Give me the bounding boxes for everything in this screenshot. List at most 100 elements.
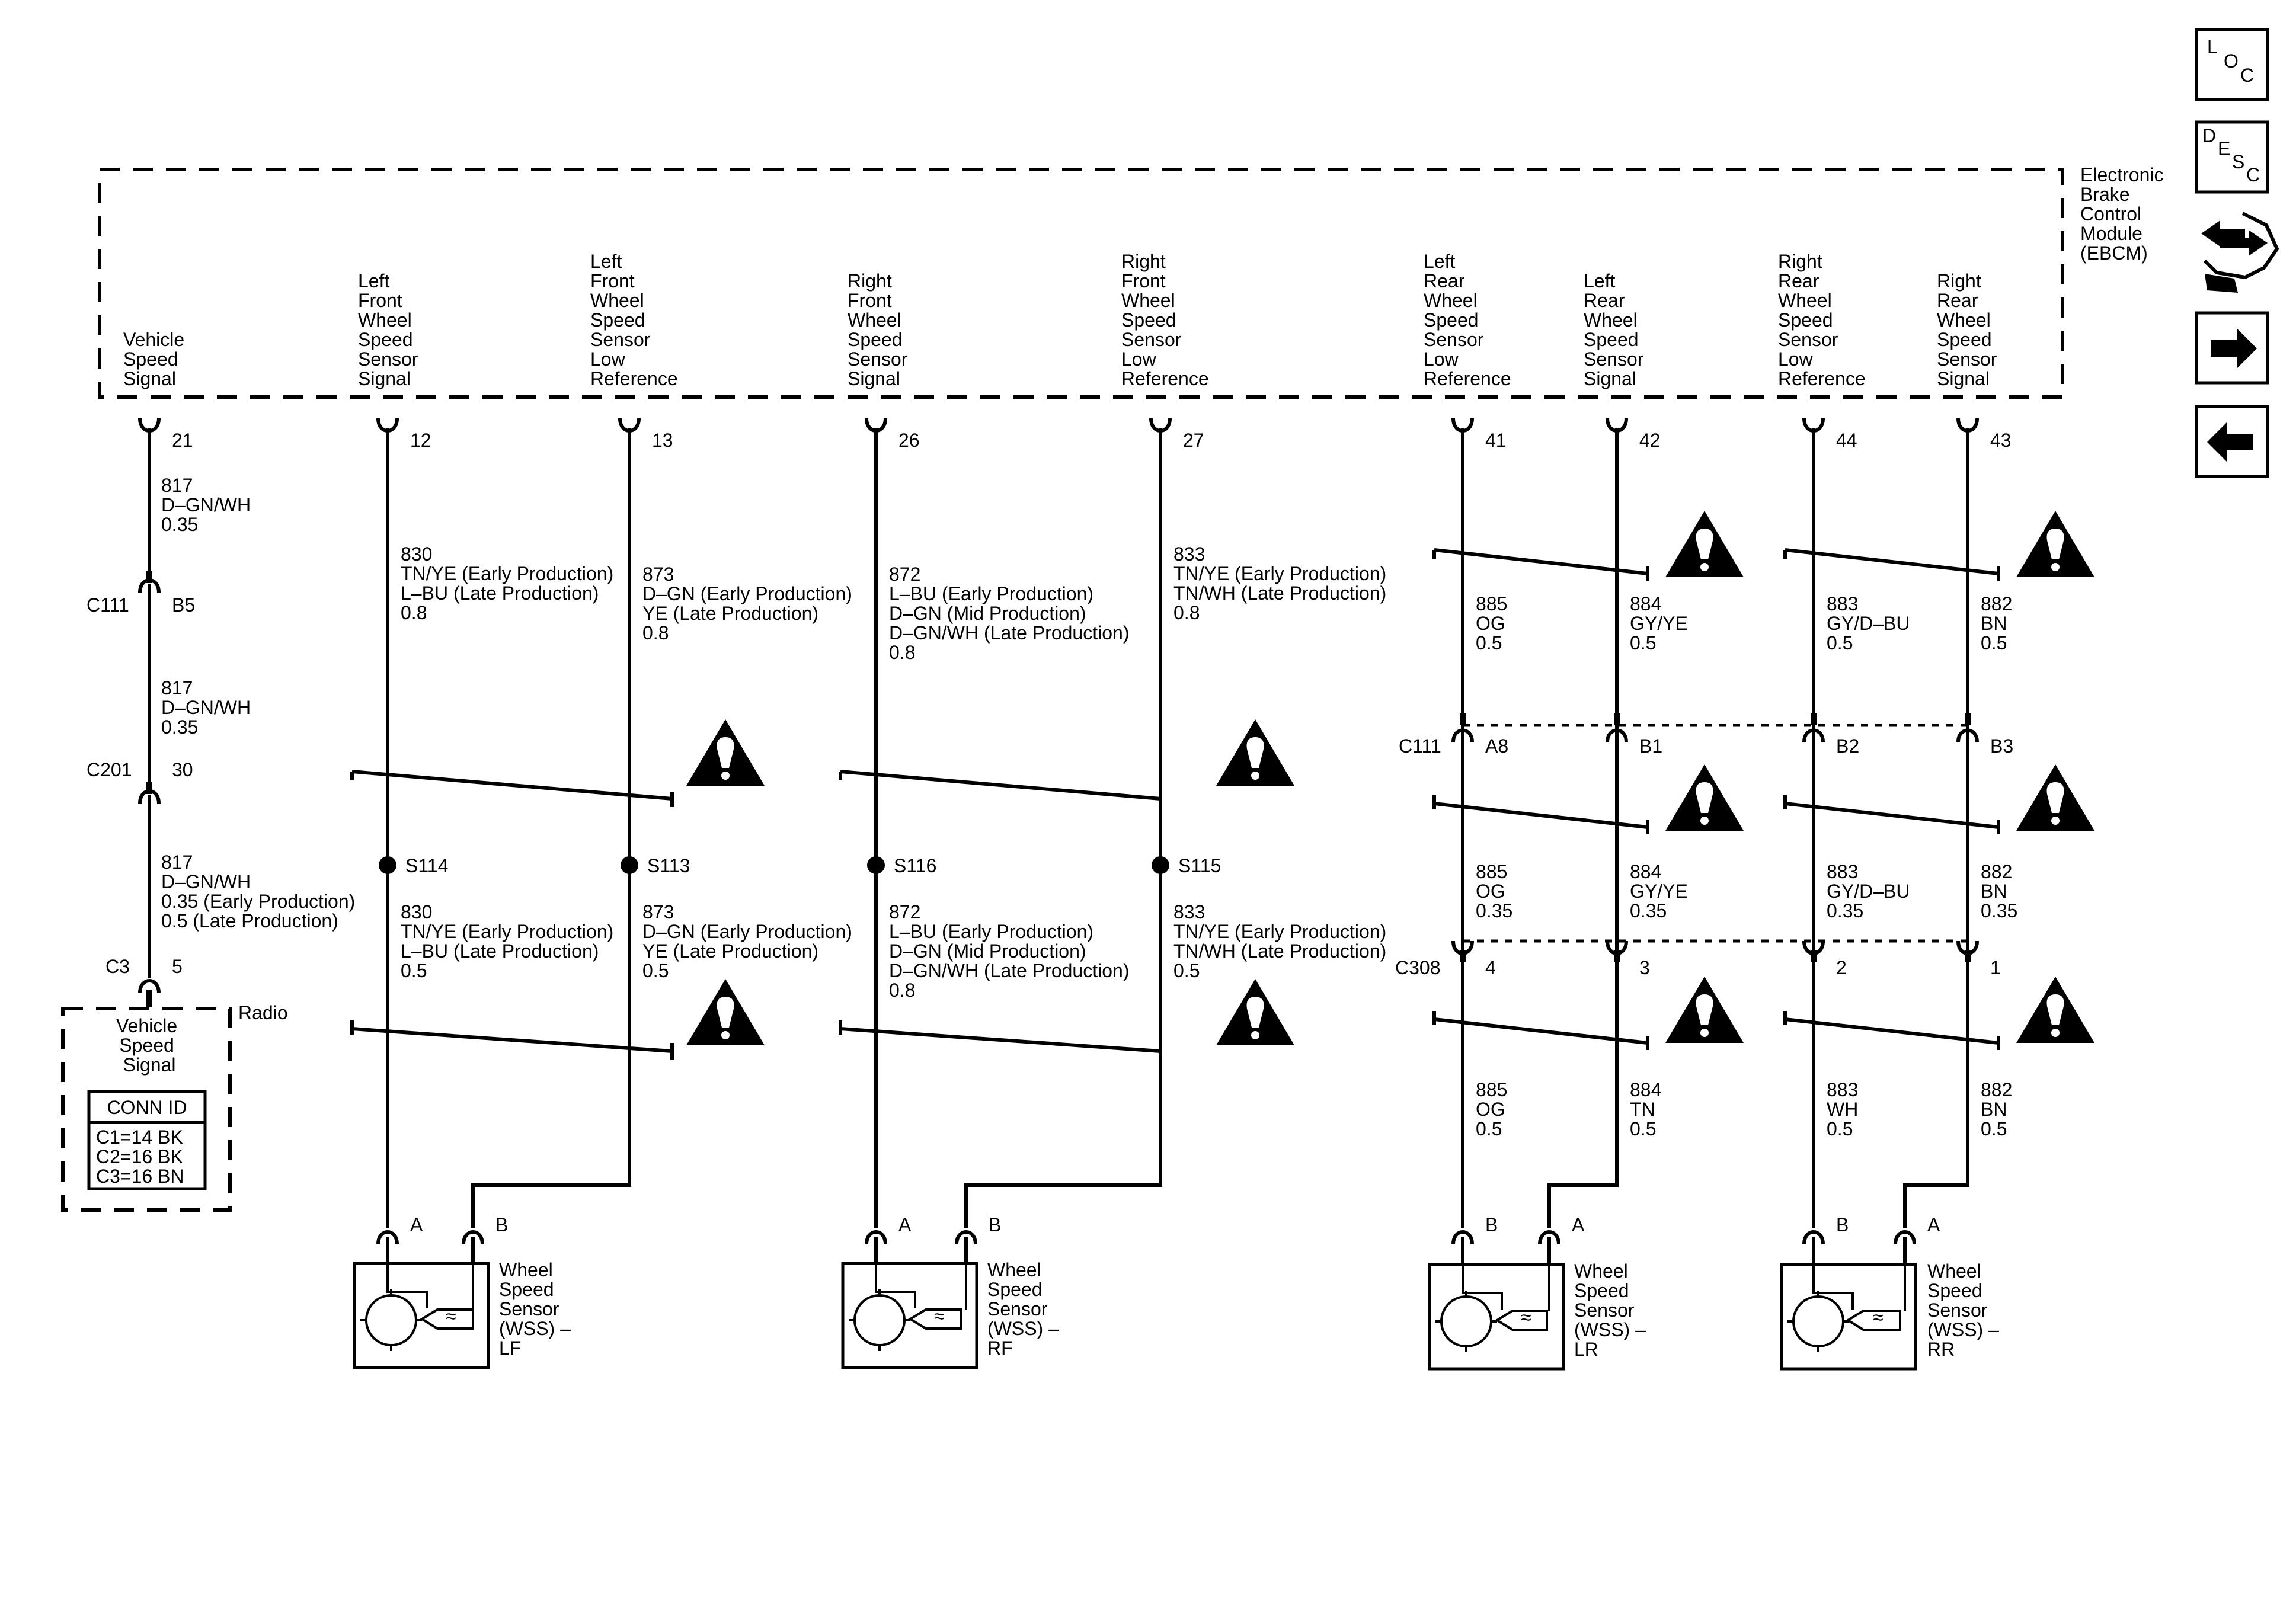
connector-flow-icon[interactable] (2201, 212, 2279, 293)
sensor-pin-label: B (989, 1214, 1001, 1235)
sensor-pin-label: B (1836, 1214, 1849, 1235)
pin-number: 42 (1639, 430, 1661, 451)
twist-marker (351, 1027, 673, 1053)
conn-id-rows-cell (87, 1121, 207, 1190)
sensor-pin-cup (865, 1230, 887, 1245)
double-arrow-right (2220, 230, 2268, 256)
pin-number: 43 (1990, 430, 2012, 451)
circuit-label-rr-sig: Right Rear Wheel Speed Sensor Signal (1937, 270, 2002, 389)
sensor-pin-cup (1894, 1230, 1916, 1245)
circuit-label-lr-ref: Left Rear Wheel Speed Sensor Low Referen… (1424, 251, 1511, 389)
double-arrow-left (2201, 220, 2245, 247)
pin-number: 21 (172, 430, 193, 451)
twist-marker (840, 1027, 1161, 1053)
sensor-pin-cup (955, 1230, 977, 1245)
sensor-pin-label: A (1572, 1214, 1585, 1235)
splice-dot (621, 856, 638, 874)
splice-dot (867, 856, 885, 874)
wss-rr: B A ≈ Wheel Speed Sensor (WSS) – RR (1780, 1214, 2004, 1371)
connector-cup (1802, 728, 1825, 742)
twist-marker (1785, 1017, 1999, 1045)
pin-number: 27 (1183, 430, 1204, 451)
connector-c308-name: C308 (1395, 957, 1441, 978)
ebcm-module: Electronic Brake Control Module (EBCM) (98, 164, 2169, 399)
sensor-probe-icon (908, 1308, 962, 1330)
wrench-outline (2203, 212, 2279, 280)
loc-letter: O (2224, 50, 2239, 72)
circuit-label-lf-sig: Left Front Wheel Speed Sensor Signal (358, 270, 423, 389)
connector-pin-label: B2 (1836, 735, 1859, 757)
wss-lr: B A ≈ Wheel Speed Sensor (WSS) – LR (1428, 1214, 1651, 1371)
splice-label: S115 (1178, 855, 1221, 876)
wrench-handle (2205, 274, 2238, 293)
side-nav: L O C D E S C (2195, 28, 2279, 478)
conn-id-rows: C1=14 BK C2=16 BK C3=16 BN (96, 1126, 188, 1187)
ebcm-circuit-labels: Vehicle Speed Signal Left Front Wheel Sp… (123, 251, 2002, 389)
sensor-housing (841, 1262, 978, 1369)
desc-button[interactable]: D E S C (2195, 120, 2269, 194)
twist-marker (1785, 548, 1999, 575)
connector-cup (1451, 728, 1474, 742)
splice-dot (1152, 856, 1169, 874)
sensor-pin-label: A (898, 1214, 912, 1235)
warning-icon (2016, 977, 2094, 1043)
twist-marker (840, 770, 1161, 801)
sensor-pin-label: B (495, 1214, 508, 1235)
wire-label-lf-sig-upper: 830 TN/YE (Early Production) L–BU (Late … (401, 543, 619, 623)
desc-button-frame[interactable] (2195, 120, 2269, 194)
connector-pin-label: 2 (1836, 957, 1847, 978)
warning-icon (1216, 719, 1294, 786)
sensor-probe-icon (420, 1308, 474, 1330)
wire (964, 428, 1162, 1228)
ebcm-name: Electronic Brake Control Module (EBCM) (2080, 164, 2169, 264)
sensor-housing (353, 1262, 490, 1369)
sensor-pin-cup (462, 1230, 484, 1245)
wss-lf: A B ≈ Wheel Speed Sensor (WSS) – LF (353, 1214, 576, 1369)
pin-number: 13 (652, 430, 673, 451)
wire-label-rear-upper-2: 884 GY/YE 0.5 (1630, 593, 1693, 654)
wire-label-vss-1: 817 D–GN/WH 0.35 (161, 475, 256, 535)
sensor-label-lr: Wheel Speed Sensor (WSS) – LR (1574, 1260, 1651, 1360)
connector-pin (1965, 713, 1971, 725)
loc-button[interactable]: L O C (2195, 28, 2269, 101)
pin-number: 12 (410, 430, 431, 451)
sensor-probe-mark: ≈ (1521, 1307, 1531, 1328)
wire-label-rear-middle-4: 882 BN 0.35 (1981, 861, 2017, 921)
wire-label-rear-upper-1: 885 OG 0.5 (1476, 593, 1512, 654)
sensor-housing (1780, 1263, 1917, 1371)
sensor-label-lf: Wheel Speed Sensor (WSS) – LF (499, 1259, 576, 1359)
wire-label-rear-lower-3: 883 WH 0.5 (1827, 1079, 1863, 1140)
sensor-pin-label: A (410, 1214, 423, 1235)
sensor-pin-cup (1451, 1230, 1474, 1245)
conn-id-title: CONN ID (107, 1097, 187, 1118)
connector-pin-label: A8 (1485, 735, 1508, 757)
sensor-label-rf: Wheel Speed Sensor (WSS) – RF (987, 1259, 1064, 1359)
loc-letter: L (2207, 36, 2218, 57)
connector-pin (146, 571, 152, 583)
next-button[interactable] (2195, 311, 2269, 385)
radio-signal-label: Vehicle Speed Signal (116, 1015, 183, 1076)
connector-pin (1811, 950, 1817, 962)
circuit-label-rf-ref: Right Front Wheel Speed Sensor Low Refer… (1121, 251, 1209, 389)
wire (1547, 428, 1619, 1228)
wire-label-rear-middle-2: 884 GY/YE 0.35 (1630, 861, 1693, 921)
arrow-left-icon (2207, 422, 2253, 462)
wire-label-rear-middle-1: 885 OG 0.35 (1476, 861, 1512, 921)
circuit-label-vss: Vehicle Speed Signal (123, 329, 190, 389)
sensor-pin-cup (1802, 1230, 1825, 1245)
sensor-lead (1812, 1265, 1854, 1310)
prev-button[interactable] (2195, 405, 2269, 478)
wire-label-rf-ref-upper: 833 TN/YE (Early Production) TN/WH (Late… (1173, 543, 1392, 623)
loc-button-frame[interactable] (2195, 28, 2269, 101)
splice-label: S116 (894, 855, 936, 876)
circuit-label-rf-sig: Right Front Wheel Speed Sensor Signal (848, 270, 913, 389)
connector-pin (146, 990, 152, 1007)
connector-pin (1614, 713, 1620, 725)
wire-label-lf-ref-upper: 873 D–GN (Early Production) YE (Late Pro… (642, 564, 858, 644)
sensor-pin-cup (1538, 1230, 1560, 1245)
sensor-label-rr: Wheel Speed Sensor (WSS) – RR (1927, 1260, 2004, 1360)
ebcm-boundary (98, 168, 2064, 399)
desc-letter: E (2218, 138, 2230, 159)
connector-c3-pin: 5 (172, 956, 183, 977)
pin-number: 44 (1836, 430, 1857, 451)
